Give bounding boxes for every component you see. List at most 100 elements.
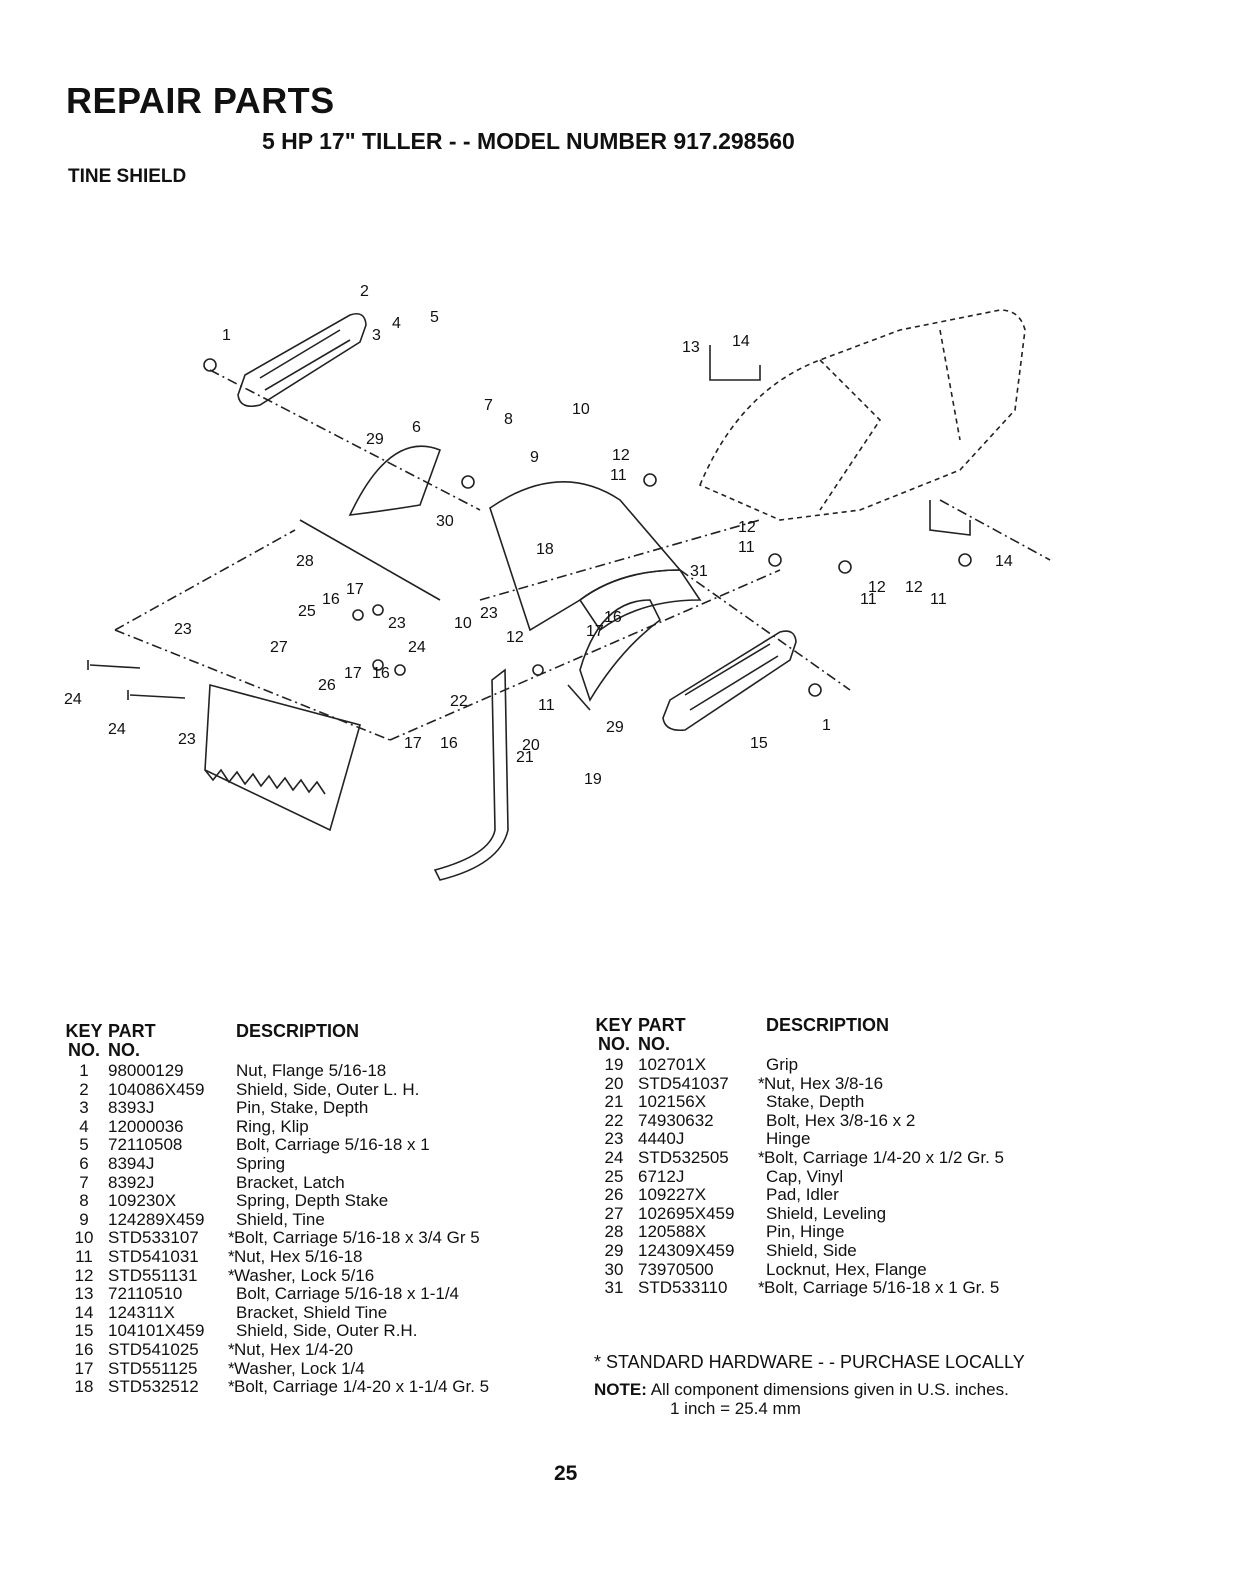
part-description: *Nut, Hex 1/4-20	[228, 1339, 580, 1360]
part-description-text: Locknut, Hex, Flange	[766, 1259, 927, 1279]
callout-1: 1	[222, 327, 231, 344]
part-description-text: Hinge	[766, 1129, 811, 1149]
side-shield-left-shape	[237, 312, 367, 408]
part-number: STD532505	[638, 1147, 729, 1167]
part-description-text: Spring, Depth Stake	[236, 1191, 389, 1211]
part-description-text: Nut, Hex 1/4-20	[234, 1339, 354, 1359]
callout-21: 21	[516, 749, 534, 766]
part-number: 109230X	[108, 1191, 177, 1211]
part-description: *Washer, Lock 1/4	[228, 1359, 580, 1379]
part-description-text: Pad, Idler	[766, 1185, 839, 1205]
callout-24: 24	[64, 691, 82, 708]
header-key: KEY	[595, 1015, 633, 1035]
exploded-parts-diagram: 1 1 2 3 4 5 6 7 8 9 10 10 11 11 11 11 11…	[64, 283, 1051, 881]
part-key-no: 9	[79, 1209, 89, 1229]
depth-stake-shape	[433, 668, 509, 881]
part-key-no: 24	[604, 1147, 624, 1167]
part-description: Pin, Stake, Depth	[236, 1098, 580, 1118]
part-description-text: Shield, Leveling	[766, 1203, 887, 1223]
callout-15: 15	[750, 735, 768, 752]
standard-hardware-marker: *	[228, 1339, 235, 1359]
standard-hardware-marker: *	[228, 1377, 235, 1397]
callout-17b: 17	[344, 665, 362, 682]
part-key-no: 7	[79, 1172, 89, 1192]
part-key-no: 16	[74, 1339, 94, 1359]
callout-10b: 10	[454, 615, 472, 632]
callout-2: 2	[360, 283, 369, 300]
part-description-text: Bolt, Carriage 5/16-18 x 3/4 Gr 5	[234, 1228, 480, 1248]
header-key: KEY	[65, 1021, 103, 1041]
part-description-text: Stake, Depth	[766, 1092, 865, 1112]
part-number: STD541025	[108, 1339, 199, 1359]
callout-16c: 16	[440, 735, 458, 752]
bracket-14-upper-shape	[709, 345, 761, 381]
part-description-text: Nut, Hex 5/16-18	[234, 1246, 363, 1266]
part-description-text: Bolt, Carriage 5/16-18 x 1	[236, 1135, 430, 1155]
part-description-text: Shield, Tine	[236, 1209, 325, 1229]
section-title: TINE SHIELD	[68, 166, 187, 187]
part-description: Shield, Side, Outer R.H.	[236, 1322, 580, 1341]
part-description-text: Bolt, Carriage 1/4-20 x 1/2 Gr. 5	[764, 1147, 1005, 1167]
standard-hardware-marker: *	[758, 1278, 765, 1298]
part-number: STD532512	[108, 1377, 199, 1397]
part-key-no: 6	[79, 1153, 89, 1173]
part-description: *Bolt, Carriage 5/16-18 x 1 Gr. 5	[758, 1278, 1130, 1298]
callout-7: 7	[484, 397, 493, 414]
callout-13: 13	[682, 339, 700, 356]
part-key-no: 12	[74, 1265, 94, 1285]
part-key-no: 15	[74, 1321, 94, 1341]
callout-23c: 23	[480, 605, 498, 622]
callout-14b: 14	[995, 553, 1013, 570]
part-number: 8393J	[108, 1098, 155, 1118]
part-number: 8392J	[108, 1172, 155, 1192]
callout-24b: 24	[108, 721, 126, 738]
model-subtitle: 5 HP 17" TILLER - - MODEL NUMBER 917.298…	[262, 128, 795, 154]
callout-16d: 16	[604, 609, 622, 626]
part-description: Locknut, Hex, Flange	[766, 1259, 1130, 1280]
part-number: 102701X	[638, 1055, 707, 1074]
header-key-no: NO.	[597, 1034, 630, 1054]
callout-17: 17	[346, 581, 364, 598]
part-description-text: Pin, Hinge	[766, 1222, 845, 1242]
inner-shield-left-shape	[348, 445, 442, 516]
part-description: Hinge	[766, 1130, 1130, 1149]
callout-27: 27	[270, 639, 288, 656]
parts-row: 15 104101X459 Shield, Side, Outer R.H.	[60, 1322, 580, 1341]
part-number: 73970500	[638, 1259, 714, 1279]
header-part-no: NO.	[638, 1034, 671, 1054]
callout-11e: 11	[538, 697, 555, 714]
part-key-no: 13	[74, 1284, 94, 1304]
part-description: Spring	[236, 1154, 580, 1174]
part-description-text: Cap, Vinyl	[766, 1166, 844, 1186]
part-number: STD533107	[108, 1228, 199, 1248]
part-number: 12000036	[108, 1116, 184, 1136]
callout-3: 3	[372, 327, 381, 344]
part-number: 74930632	[638, 1110, 714, 1130]
part-number: 120588X	[638, 1222, 707, 1242]
callout-12d: 12	[905, 579, 923, 596]
callout-23b: 23	[388, 615, 406, 632]
part-description-text: Bolt, Carriage 5/16-18 x 1-1/4	[236, 1284, 460, 1304]
part-key-no: 22	[604, 1110, 624, 1130]
part-description: *Bolt, Carriage 5/16-18 x 3/4 Gr 5	[228, 1228, 580, 1248]
part-number: 104101X459	[108, 1321, 205, 1341]
part-description: Bracket, Latch	[236, 1173, 580, 1193]
part-number: STD551131	[108, 1265, 198, 1285]
part-description: Spring, Depth Stake	[236, 1191, 580, 1211]
part-number: 102156X	[638, 1092, 707, 1112]
callout-12c: 12	[868, 579, 886, 596]
